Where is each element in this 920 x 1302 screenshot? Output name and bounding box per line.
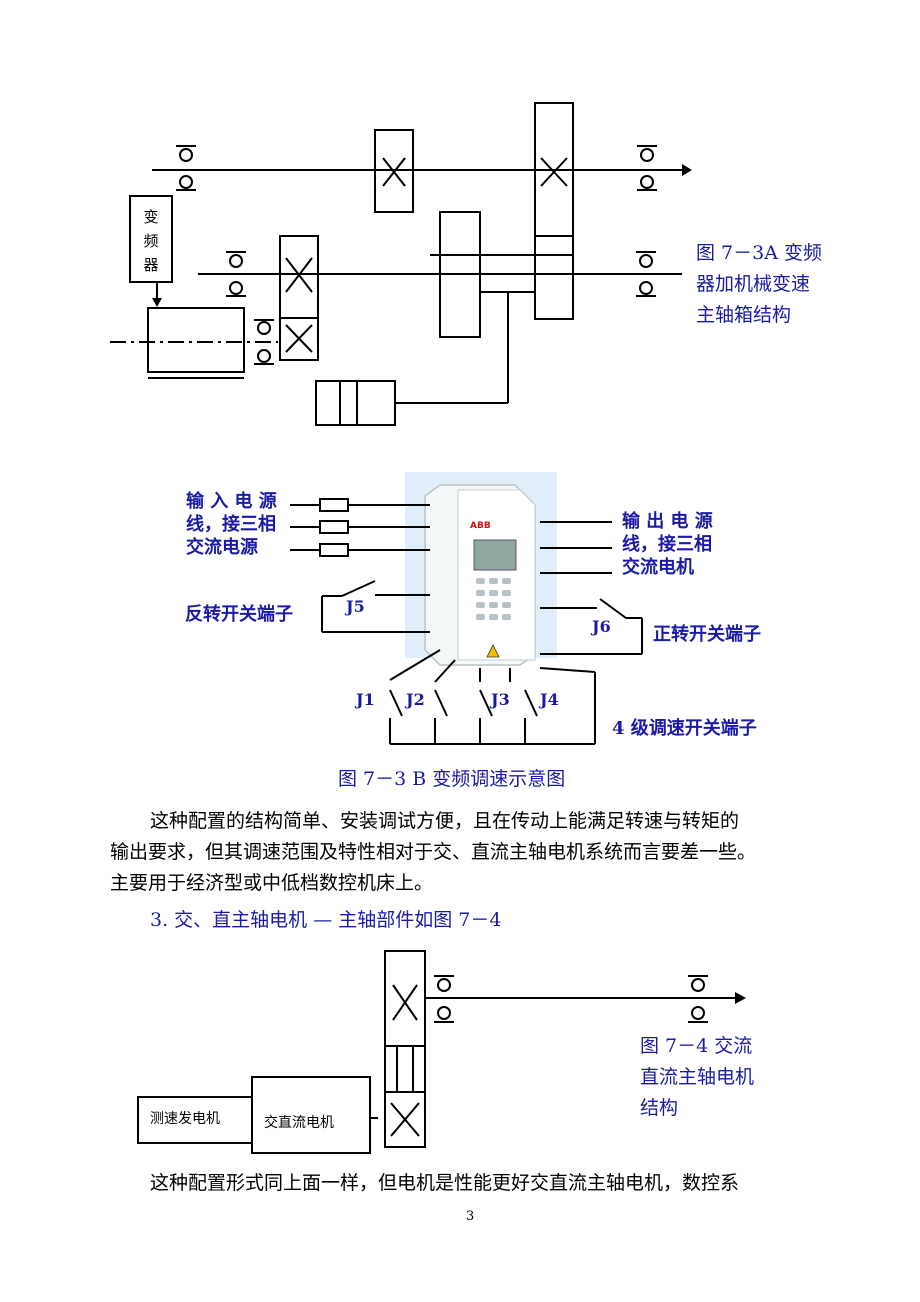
figure-7-4-diagram xyxy=(137,950,746,1154)
tacho-generator-label: 测速发电机 xyxy=(150,1111,220,1127)
figure-7-3a-diagram xyxy=(110,102,692,426)
paragraph-2: 这种配置形式同上面一样，但电机是性能更好交直流主轴电机，数控系 xyxy=(150,1172,740,1194)
brand-logo: ABB xyxy=(470,521,491,531)
paragraph-1: 这种配置的结构简单、安装调试方便，且在传动上能满足转速与转矩的 输出要求，但其调… xyxy=(110,810,757,894)
bearing-icon xyxy=(637,145,657,191)
j6-label: J6 xyxy=(592,617,611,636)
figure-7-3b-caption: 图 7－3 B 变频调速示意图 xyxy=(338,768,566,790)
j2-label: J2 xyxy=(406,690,425,709)
input-power-label: 输 入 电 源 线，接三相 交流电源 xyxy=(186,491,277,558)
speed-switch-label: 4 级调速开关端子 xyxy=(612,718,757,739)
page-number: 3 xyxy=(466,1209,475,1224)
bearing-icon xyxy=(688,975,708,1023)
forward-switch-label: 正转开关端子 xyxy=(653,624,761,645)
j1-label: J1 xyxy=(356,690,375,709)
j3-label: J3 xyxy=(491,690,510,709)
bearing-icon xyxy=(434,975,454,1023)
figure-7-4-caption: 图 7－4 交流 直流主轴电机 结构 xyxy=(640,1035,755,1119)
output-power-label: 输 出 电 源 线，接三相 交流电机 xyxy=(622,511,713,578)
bearing-icon xyxy=(636,251,656,297)
j4-label: J4 xyxy=(540,690,559,709)
bearing-icon xyxy=(254,319,274,365)
inverter-box-label: 变 频 器 xyxy=(143,208,159,274)
j5-label: J5 xyxy=(346,597,365,616)
figure-7-3b-diagram: ABB xyxy=(290,472,643,745)
inverter-icon xyxy=(424,484,536,666)
bearing-icon xyxy=(176,145,196,191)
figure-7-3a-caption: 图 7－3A 变频 器加机械变速 主轴箱结构 xyxy=(696,242,822,326)
section-heading: 3. 交、直主轴电机 — 主轴部件如图 7－4 xyxy=(150,909,502,931)
bearing-icon xyxy=(226,251,246,297)
reverse-switch-label: 反转开关端子 xyxy=(185,604,293,625)
ac-dc-motor-label: 交直流电机 xyxy=(264,1115,334,1131)
